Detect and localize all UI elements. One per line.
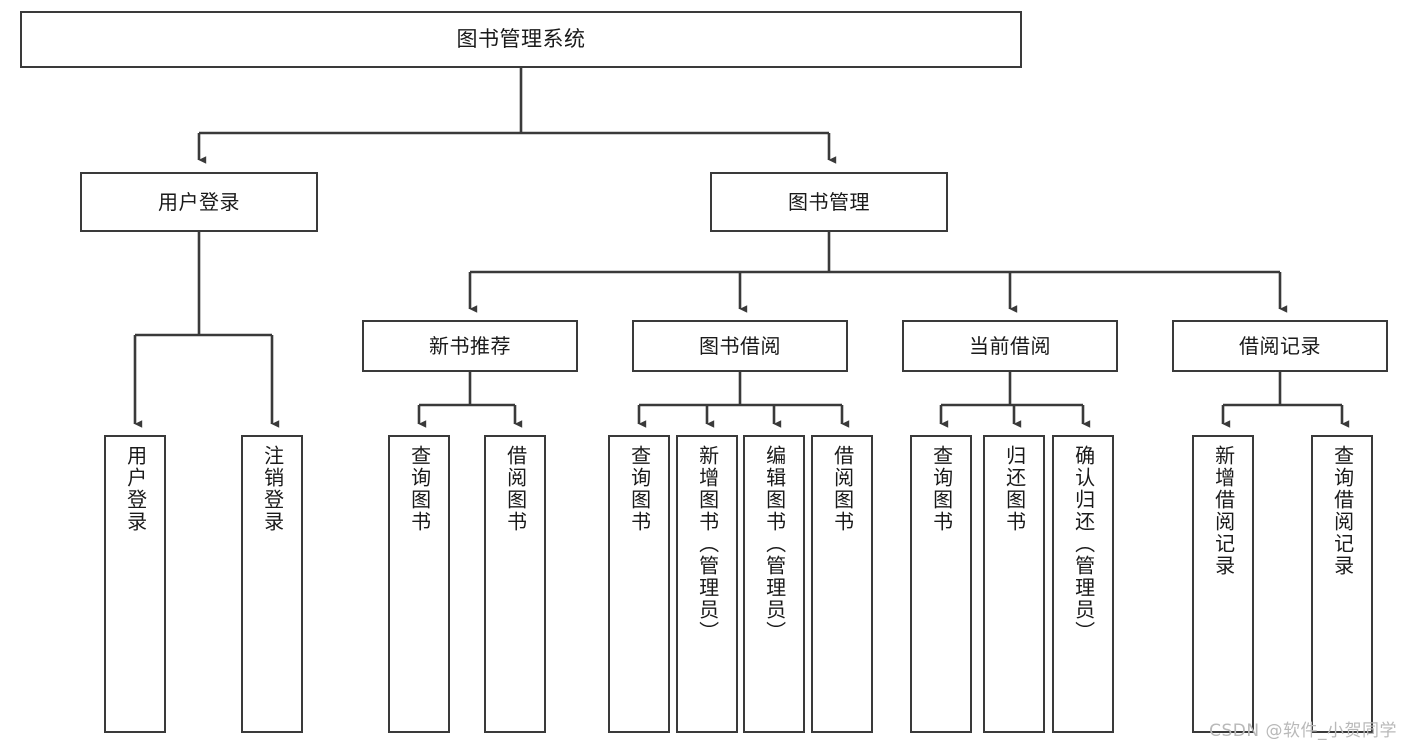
node-nbr-query-book-label: 查询图书 [407, 445, 432, 533]
node-cb-confirm-return[interactable]: 确认归还（管理员） [1052, 435, 1114, 733]
node-book-management-label: 图书管理 [788, 189, 870, 214]
node-br-add-record-label: 新增借阅记录 [1211, 445, 1236, 577]
node-cb-return-book[interactable]: 归还图书 [983, 435, 1045, 733]
node-bb-add-book[interactable]: 新增图书（管理员） [676, 435, 738, 733]
node-new-book-recommend[interactable]: 新书推荐 [362, 320, 578, 372]
node-root[interactable]: 图书管理系统 [20, 11, 1022, 68]
node-br-add-record[interactable]: 新增借阅记录 [1192, 435, 1254, 733]
node-br-query-record[interactable]: 查询借阅记录 [1311, 435, 1373, 733]
node-book-management[interactable]: 图书管理 [710, 172, 948, 232]
node-bb-query-book[interactable]: 查询图书 [608, 435, 670, 733]
node-bb-borrow-book[interactable]: 借阅图书 [811, 435, 873, 733]
node-new-book-recommend-label: 新书推荐 [429, 333, 511, 358]
node-br-query-record-label: 查询借阅记录 [1330, 445, 1355, 577]
node-nbr-borrow-book[interactable]: 借阅图书 [484, 435, 546, 733]
watermark: CSDN @软件_小贺同学 [1209, 721, 1397, 741]
node-book-borrow[interactable]: 图书借阅 [632, 320, 848, 372]
node-cb-confirm-return-label: 确认归还（管理员） [1071, 445, 1096, 643]
node-bb-edit-book-label: 编辑图书（管理员） [762, 445, 787, 643]
node-borrow-records-label: 借阅记录 [1239, 333, 1321, 358]
node-user-logout-label: 注销登录 [260, 445, 285, 533]
node-cb-query-book-label: 查询图书 [929, 445, 954, 533]
node-bb-borrow-book-label: 借阅图书 [830, 445, 855, 533]
node-user-login[interactable]: 用户登录 [80, 172, 318, 232]
node-user-login-do[interactable]: 用户登录 [104, 435, 166, 733]
node-user-login-do-label: 用户登录 [123, 445, 148, 533]
node-nbr-query-book[interactable]: 查询图书 [388, 435, 450, 733]
node-current-borrow[interactable]: 当前借阅 [902, 320, 1118, 372]
node-current-borrow-label: 当前借阅 [969, 333, 1051, 358]
node-user-login-label: 用户登录 [158, 189, 240, 214]
node-bb-query-book-label: 查询图书 [627, 445, 652, 533]
node-nbr-borrow-book-label: 借阅图书 [503, 445, 528, 533]
node-borrow-records[interactable]: 借阅记录 [1172, 320, 1388, 372]
node-cb-return-book-label: 归还图书 [1002, 445, 1027, 533]
node-bb-add-book-label: 新增图书（管理员） [695, 445, 720, 643]
node-bb-edit-book[interactable]: 编辑图书（管理员） [743, 435, 805, 733]
node-book-borrow-label: 图书借阅 [699, 333, 781, 358]
node-cb-query-book[interactable]: 查询图书 [910, 435, 972, 733]
node-root-label: 图书管理系统 [456, 26, 586, 51]
node-user-logout[interactable]: 注销登录 [241, 435, 303, 733]
